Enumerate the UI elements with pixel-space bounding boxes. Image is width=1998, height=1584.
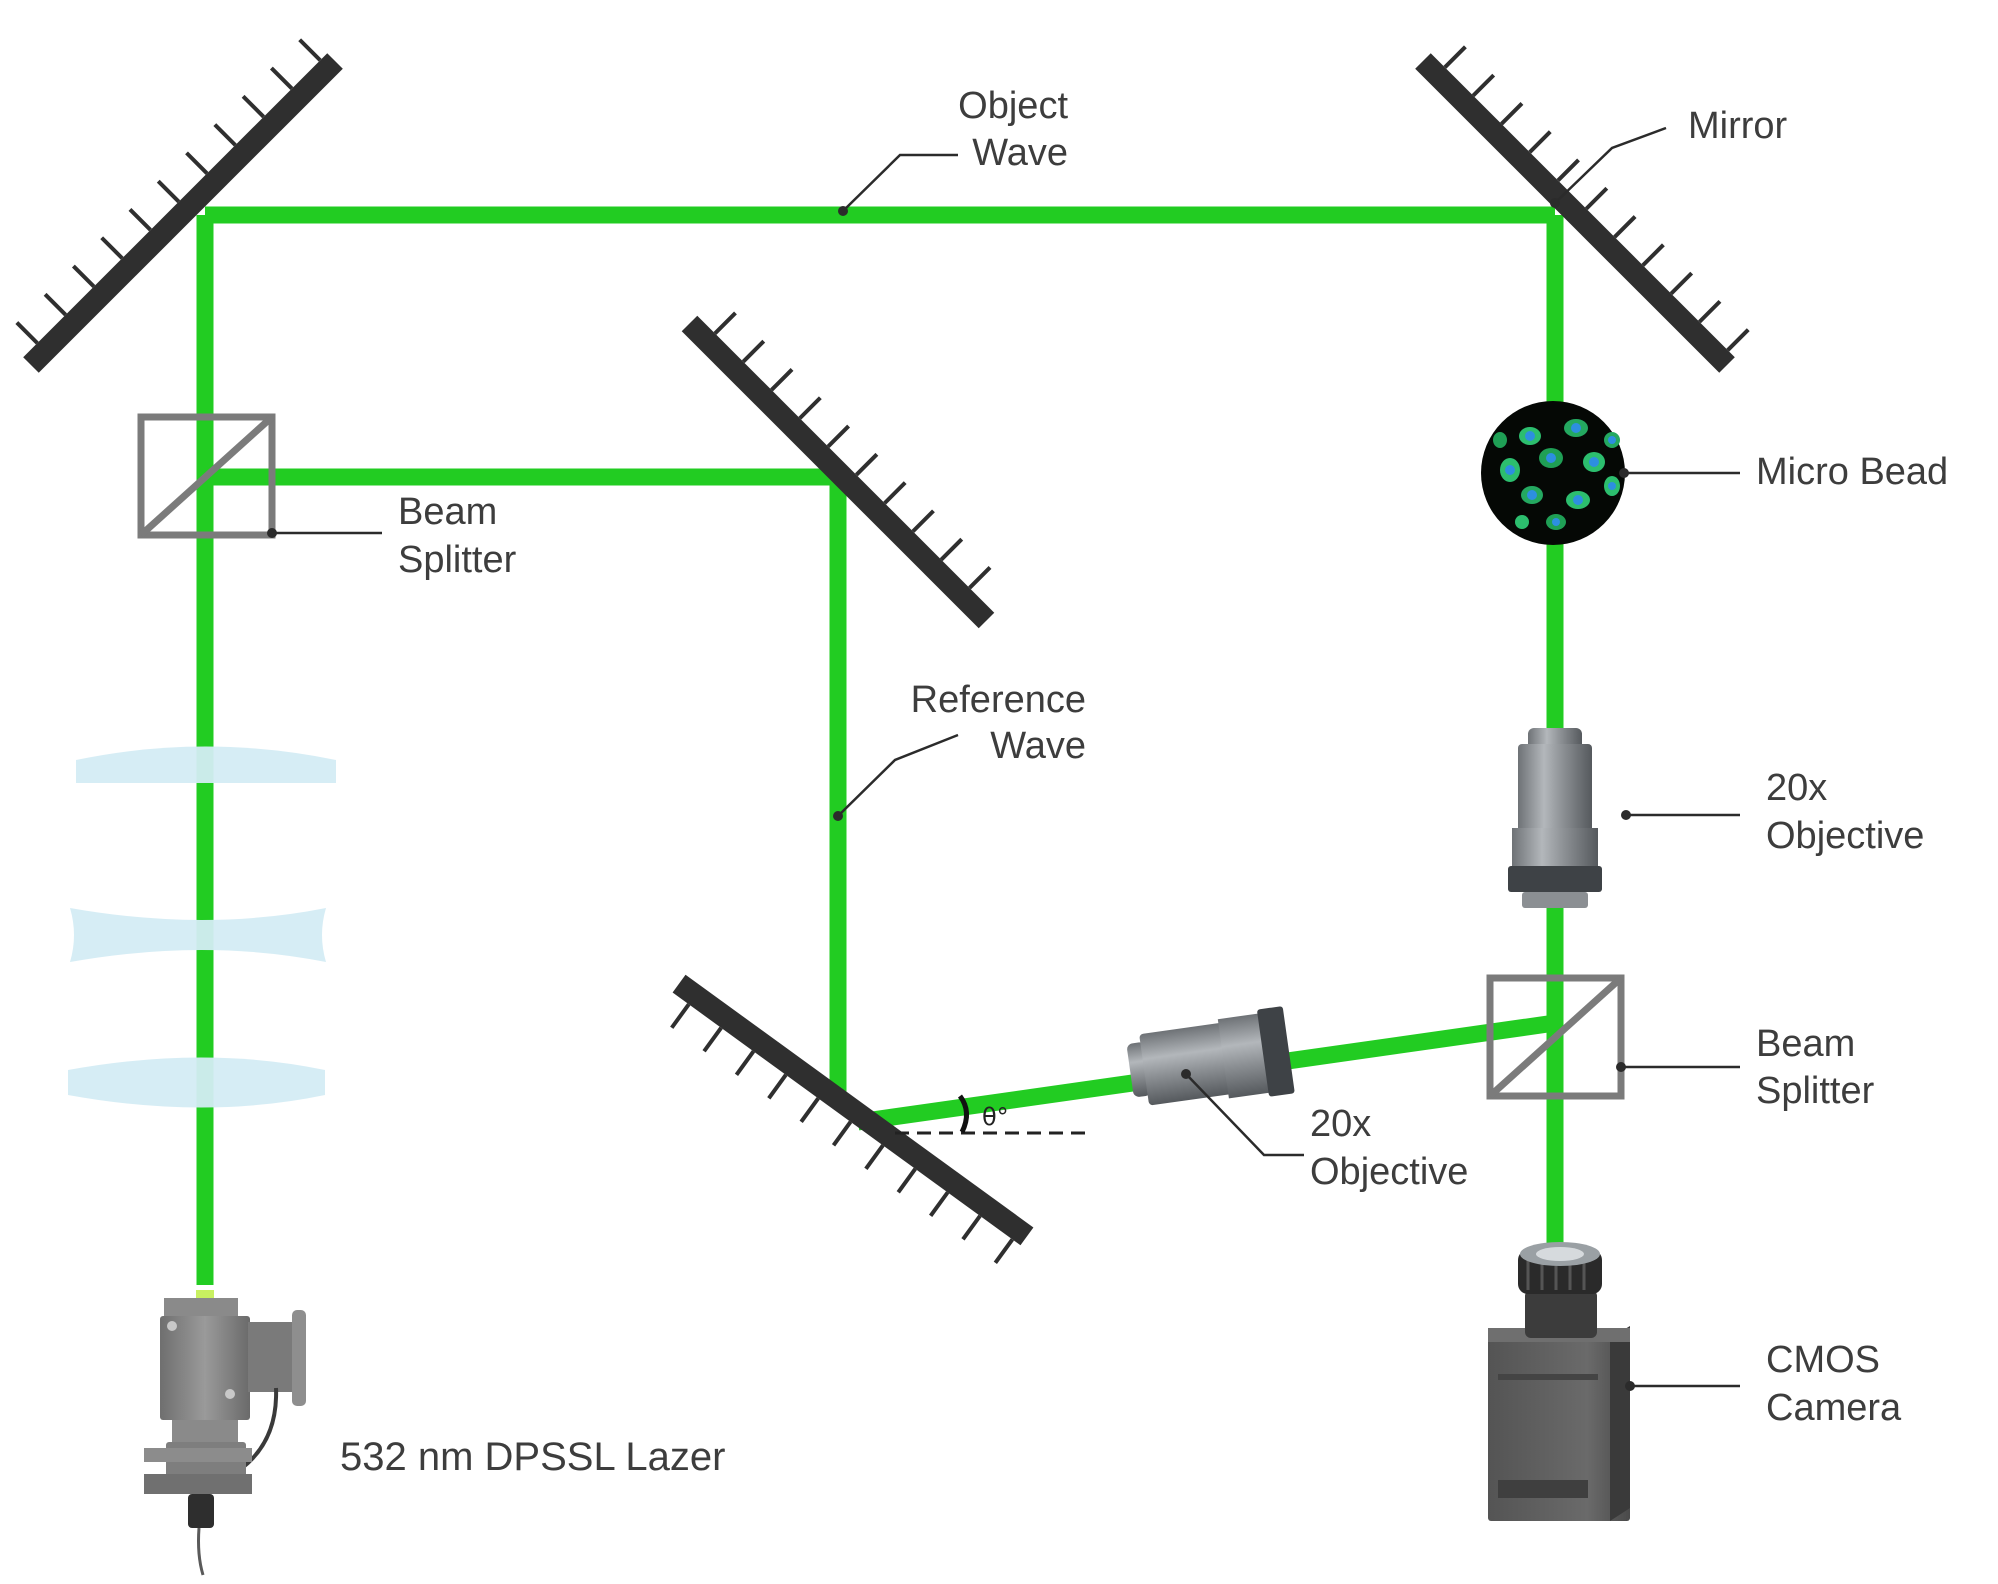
beam-splitter-right-label: Beam — [1756, 1023, 1855, 1065]
objective-icon — [1508, 728, 1602, 908]
objective-right-label: 20x — [1766, 767, 1827, 809]
object-wave-label-2: Wave — [972, 132, 1068, 174]
camera-icon — [1488, 1242, 1630, 1521]
objective-bottom-label: 20x — [1310, 1103, 1371, 1145]
beam-splitter-left-label: Beam — [398, 491, 497, 533]
beam-splitter-right-label-2: Splitter — [1756, 1070, 1875, 1112]
lens-icon — [70, 908, 326, 962]
objective-right-label-2: Objective — [1766, 815, 1924, 857]
mirror-label: Mirror — [1688, 105, 1788, 147]
angle-label: θ° — [982, 1103, 1009, 1131]
beam-splitter-icon — [137, 413, 276, 539]
micro-bead-label: Micro Bead — [1756, 451, 1948, 493]
reference-wave-label: Reference — [911, 679, 1086, 721]
object-wave-label: Object — [958, 85, 1068, 127]
reference-wave-label-2: Wave — [990, 725, 1086, 767]
cmos-camera-label-2: Camera — [1766, 1387, 1902, 1429]
component-labels: Object Wave Mirror Micro Bead Beam Split… — [340, 85, 1948, 1479]
leader-lines — [267, 126, 1740, 1391]
lens-icon — [68, 1057, 325, 1108]
angle-indicator: θ° — [895, 1094, 1085, 1135]
beam-splitter-icon — [1486, 974, 1625, 1100]
beam-splitter-left-label-2: Splitter — [398, 539, 517, 581]
cmos-camera-label: CMOS — [1766, 1339, 1880, 1381]
micro-bead-icon — [1481, 401, 1625, 545]
objective-icon — [1127, 1006, 1295, 1106]
laser-icon — [144, 1290, 306, 1576]
mirror-icon — [1415, 45, 1750, 373]
laser-label: 532 nm DPSSL Lazer — [340, 1435, 725, 1479]
objective-bottom-label-2: Objective — [1310, 1151, 1468, 1193]
mirror-icon — [15, 38, 343, 373]
mirror-icon — [681, 311, 995, 629]
lens-icon — [76, 746, 336, 783]
mirror-icon — [670, 974, 1034, 1265]
